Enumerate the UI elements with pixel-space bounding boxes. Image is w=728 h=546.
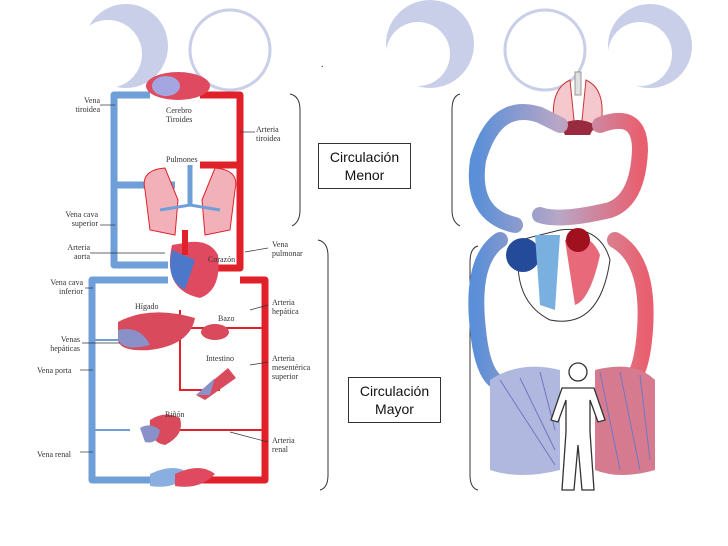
box-circulacion-mayor: Circulación Mayor: [348, 377, 441, 423]
label-arteria-renal: Arteria renal: [272, 436, 295, 454]
label-intestino: Intestino: [206, 354, 234, 363]
heart-organ: [169, 230, 219, 298]
vein-branches: [92, 339, 130, 431]
label-arteria-aorta: Arteria aorta: [67, 243, 90, 261]
label-rinon: Riñón: [165, 410, 185, 419]
body-capillaries: [490, 366, 655, 475]
intestine-organ: [196, 368, 236, 400]
label-corazon: Corazón: [208, 255, 236, 264]
liver-organ: [118, 312, 195, 351]
label-arteria-mesenterica-superior: Arteria mesentérica superior: [272, 354, 311, 381]
pulmonary-loop: [468, 104, 649, 233]
label-pulmones: Pulmones: [166, 155, 198, 164]
box-circulacion-menor: Circulación Menor: [318, 143, 411, 189]
header-circle-cutout: [386, 22, 450, 86]
lower-capillaries: [150, 468, 215, 487]
header-circle-outline: [503, 8, 587, 92]
leader-lines: [80, 104, 269, 453]
label-vena-tiroidea: Vena tiroidea: [75, 96, 100, 114]
label-bazo: Bazo: [218, 314, 235, 323]
kidney-organ: [140, 414, 181, 445]
header-circle-cutout: [608, 22, 672, 86]
label-vena-pulmonar: Vena pulmonar: [272, 240, 303, 258]
label-vena-cava-inferior: Vena cava inferior: [50, 278, 83, 296]
lungs-organ: [143, 165, 237, 236]
label-arteria-hepatica: Arteria hepática: [272, 298, 299, 316]
header-dot: .: [321, 59, 324, 70]
label-vena-renal: Vena renal: [37, 450, 71, 459]
brain-organ: [146, 72, 210, 100]
human-figure-icon: [550, 362, 606, 491]
label-venas-hepaticas: Venas hepáticas: [50, 335, 80, 353]
label-higado: Hígado: [135, 302, 159, 311]
header-circle-cutout: [74, 20, 142, 88]
spleen-organ: [201, 324, 229, 340]
brackets: [289, 93, 479, 491]
right-heart: [506, 228, 611, 322]
label-arteria-tiroidea: Arteria tiroidea: [256, 125, 281, 143]
label-vena-porta: Vena porta: [37, 366, 72, 375]
label-cerebro-tiroides: Cerebro Tiroides: [166, 106, 193, 124]
label-vena-cava-superior: Vena cava superior: [65, 210, 98, 228]
header-circle-outline: [188, 8, 272, 92]
artery-frame: [190, 91, 269, 484]
